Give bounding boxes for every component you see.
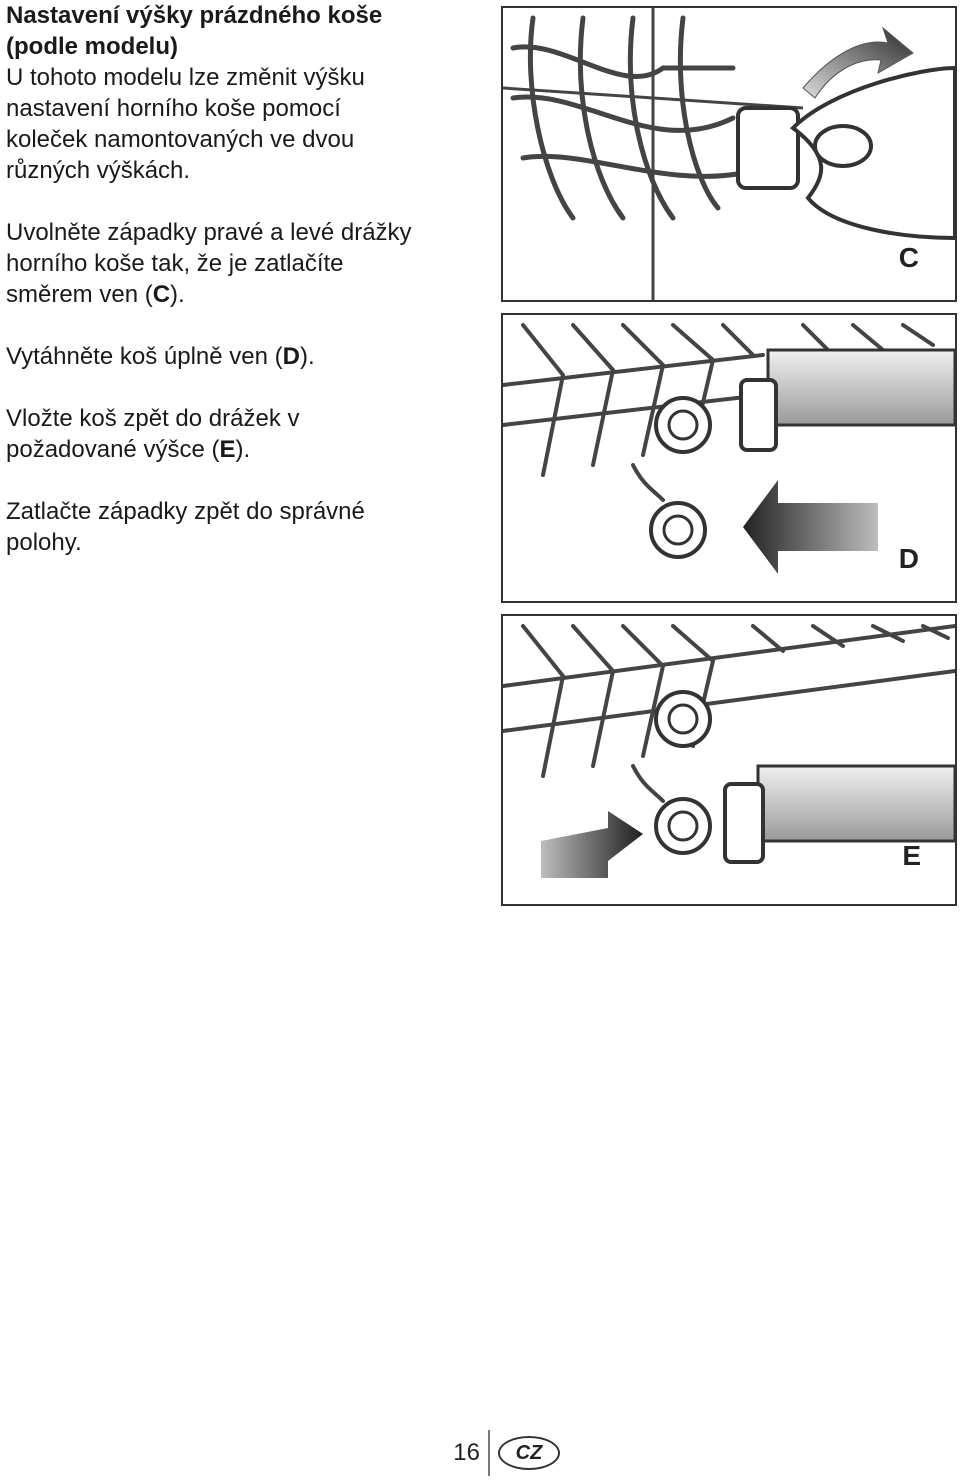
wheel-upper-icon [654,690,712,748]
instructions-column: Nastavení výšky prázdného koše (podle mo… [6,0,476,558]
latch-clip [736,106,800,190]
wheel-lower-icon [649,501,707,559]
basket-wheels-pull-illustration [503,323,955,574]
hand-shape [789,65,955,241]
step-insert-basket: Vložte koš zpět do drážek v požadované v… [6,405,300,463]
arrow-left-icon [743,480,878,574]
language-badge: CZ [498,1436,560,1470]
figure-label-d: D [898,543,919,574]
arrow-right-icon [541,811,643,878]
footer-divider [488,1430,490,1476]
wheel-upper-icon [654,396,712,454]
section-heading: Nastavení výšky prázdného koše (podle mo… [6,2,383,60]
figure-label-e: E [902,840,921,871]
page-number: 16 [453,1439,480,1466]
rail [756,764,955,843]
basket-latch-illustration [503,8,955,300]
figure-e-insert: E [501,614,957,906]
page-footer: 16 CZ [440,1430,560,1476]
step-release-latches: Uvolněte západky pravé a levé drážky hor… [6,219,412,308]
step-push-latches-back: Zatlačte západky zpět do správné polohy. [6,498,365,556]
basket-wheels-insert-illustration [503,624,955,878]
step-pull-basket: Vytáhněte koš úplně ven (D). [6,343,315,370]
wheel-lower-icon [654,797,712,855]
figure-c-release-latch: C [501,6,957,302]
intro-paragraph: U tohoto modelu lze změnit výšku nastave… [6,64,365,184]
figure-d-pull-out: D [501,313,957,603]
figure-label-c: C [898,242,919,273]
curved-arrow-icon [802,26,914,99]
rail [766,348,955,427]
